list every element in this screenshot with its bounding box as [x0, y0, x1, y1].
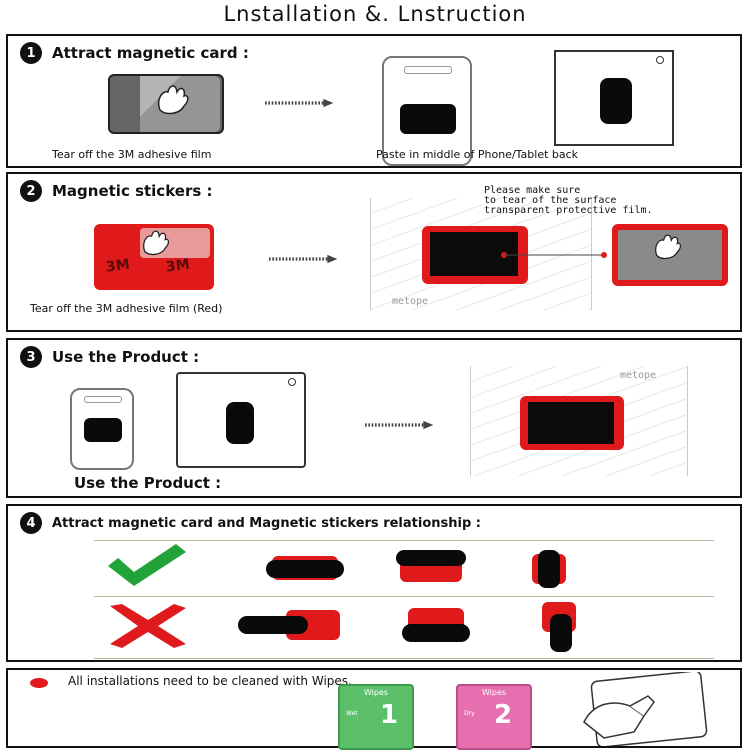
brand-watermark: metope	[392, 296, 429, 307]
red-sticker-installed	[520, 396, 624, 450]
step3-footer: Use the Product :	[74, 474, 222, 492]
divider-top	[94, 540, 714, 541]
red-sticker-zoom	[612, 224, 728, 286]
step4-heading: Attract magnetic card and Magnetic stick…	[52, 515, 481, 531]
note-line-3: transparent protective film.	[484, 205, 653, 216]
hand-icon	[157, 85, 189, 115]
step4-header: 4 Attract magnetic card and Magnetic sti…	[20, 512, 481, 534]
wipe2-tag: Dry	[464, 710, 475, 717]
dotted-arrow-icon	[265, 98, 334, 108]
wiping-hand-icon	[583, 672, 708, 746]
correct-card-3	[538, 550, 560, 588]
wipe-packet-2: Wipes Dry 2	[456, 684, 532, 750]
phone-camera-bar	[404, 66, 452, 74]
red-3m-sticker: 3M 3M	[94, 224, 214, 290]
step4-number: 4	[20, 512, 42, 534]
step3-number: 3	[20, 346, 42, 368]
cross-icon	[110, 604, 186, 648]
check-icon	[108, 544, 186, 586]
step1-caption-left: Tear off the 3M adhesive film	[52, 148, 212, 161]
sticker-black-core	[528, 402, 614, 444]
wrong-card-3	[550, 614, 572, 652]
page-title: Lnstallation &. Lnstruction	[223, 2, 527, 26]
note-line-2: to tear of the surface	[484, 195, 617, 206]
wipe1-tag: Wet	[346, 710, 358, 717]
magnetic-card-on-tablet	[226, 402, 254, 444]
grey-magnetic-card	[108, 74, 224, 134]
magnetic-card-on-phone	[400, 104, 456, 134]
step2-panel: 2 Magnetic stickers : 3M 3M Please make …	[6, 172, 742, 332]
hand-icon	[143, 230, 170, 256]
correct-card-1	[266, 560, 344, 578]
wrong-card-2	[402, 624, 470, 642]
dotted-arrow-icon	[365, 420, 434, 430]
step2-header: 2 Magnetic stickers :	[20, 180, 213, 202]
step1-heading: Attract magnetic card :	[52, 44, 249, 62]
step4-panel: 4 Attract magnetic card and Magnetic sti…	[6, 504, 742, 662]
wipe1-number: 1	[380, 700, 399, 730]
wipe1-title: Wipes	[363, 688, 389, 697]
step1-header: 1 Attract magnetic card :	[20, 42, 249, 64]
step3-heading: Use the Product :	[52, 348, 200, 366]
wipes-note-panel: All installations need to be cleaned wit…	[6, 668, 742, 750]
correct-card-2	[396, 550, 466, 566]
wipe2-title: Wipes	[481, 688, 507, 697]
divider-middle	[94, 596, 714, 597]
step2-number: 2	[20, 180, 42, 202]
step2-heading: Magnetic stickers :	[52, 182, 213, 200]
magnetic-card-on-phone	[84, 418, 122, 442]
divider-bottom	[94, 658, 714, 659]
step1-number: 1	[20, 42, 42, 64]
wipe-packet-1: Wipes Wet 1	[338, 684, 414, 750]
tablet-with-card	[176, 372, 306, 468]
red-dot-icon	[30, 678, 48, 688]
step2-caption-left: Tear off the 3M adhesive film (Red)	[30, 302, 223, 315]
note-line-1: Please make sure	[484, 185, 581, 196]
sticker-3m-text-1: 3M	[105, 256, 131, 276]
phone-back-illustration	[382, 56, 472, 166]
hand-icon	[655, 234, 682, 260]
step3-header: 3 Use the Product :	[20, 346, 199, 368]
tablet-camera-icon	[656, 56, 664, 64]
wipes-note-text: All installations need to be cleaned wit…	[68, 674, 352, 688]
pointer-line	[501, 252, 607, 258]
phone-camera-bar	[84, 396, 122, 403]
tablet-camera-icon	[288, 378, 296, 386]
wipe2-number: 2	[494, 700, 513, 730]
dotted-arrow-icon	[269, 254, 338, 264]
protective-film-note: Please make sure to tear of the surface …	[484, 186, 653, 216]
magnetic-card-on-tablet	[600, 78, 632, 124]
brand-watermark: metope	[620, 370, 657, 381]
red-sticker-on-surface	[422, 226, 528, 284]
step1-caption-right: Paste in middle of Phone/Tablet back	[376, 148, 579, 161]
step1-panel: 1 Attract magnetic card : Tear off the 3…	[6, 34, 742, 168]
wrong-card-1	[238, 616, 308, 634]
phone-with-card	[70, 388, 134, 470]
tablet-back-illustration	[554, 50, 674, 146]
step3-panel: 3 Use the Product : metope Use the Produ…	[6, 338, 742, 498]
